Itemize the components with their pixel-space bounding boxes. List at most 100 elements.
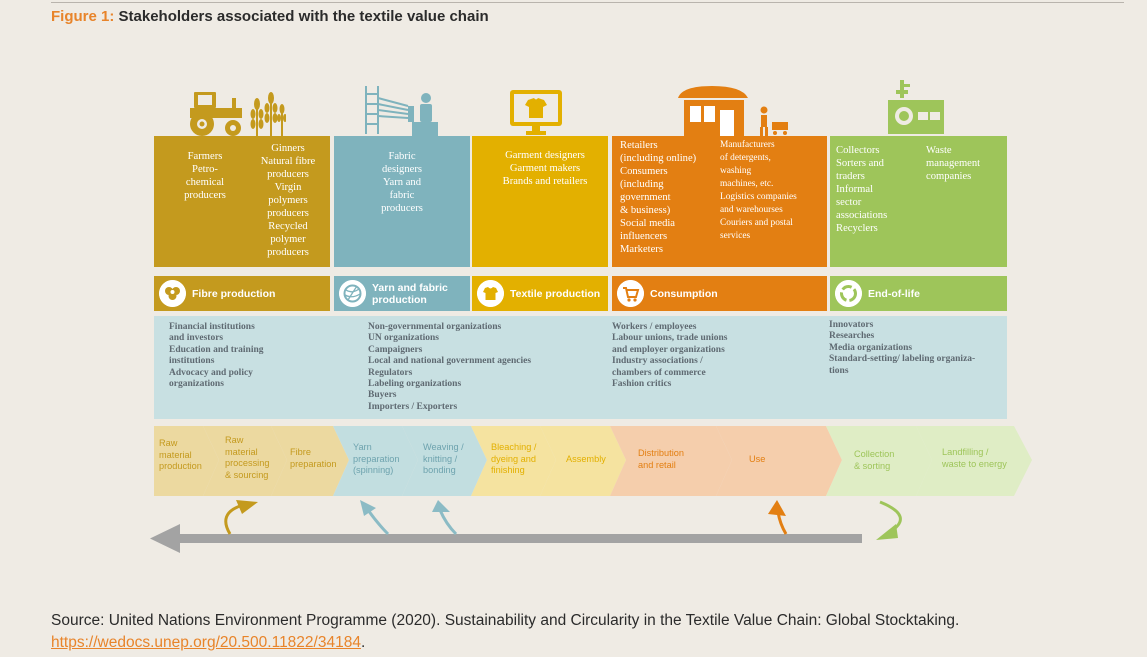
stakeholder-line: Consumers [620,166,668,177]
chain-step-line: processing [225,458,270,468]
chain-step-line: finishing [491,465,525,475]
cross-line: Buyers [368,390,397,401]
stakeholder-line: Petro- [192,164,218,175]
chain-step-line: Weaving / [423,442,464,452]
stakeholder-line: services [720,231,751,241]
stage-label: Textile production [510,287,601,300]
chain-step-label: Raw material processing & sourcing [225,435,269,481]
stakeholder-line: polymer [270,234,306,245]
stakeholders-yarn-box: Fabric designers Yarn and fabric produce… [334,136,470,267]
monitor-tshirt-icon [510,90,562,135]
stakeholder-line: producers [184,190,226,201]
stakeholder-line: Informal [836,184,874,195]
chevron-collection [826,426,932,496]
stakeholder-line: government [620,192,671,203]
recycling-factory-icon [888,80,944,134]
figure-title: Figure 1: Stakeholders associated with t… [51,8,489,25]
stakeholders-consumption-box: Retailers (including online) Consumers (… [612,136,827,267]
chain-step-label: Collection & sorting [854,449,894,472]
stage-fibre-production: Fibre production [154,276,330,311]
chain-step-line: preparation [353,453,400,464]
chain-step-label: Distribution and retail [638,448,684,471]
cross-line: Labour unions, trade unions [612,333,728,344]
shop-shopper-icon [678,86,788,136]
yarn-ball-icon [339,280,366,307]
chain-step-line: Raw [225,435,244,445]
tractor-wheat-icon [190,92,286,136]
stakeholder-line: management [926,158,981,169]
stakeholder-line: Recycled [268,221,308,232]
chain-step-line: Raw [159,438,178,448]
chain-step-line: bonding [423,465,456,475]
figure-title-text: Stakeholders associated with the textile… [118,8,489,25]
cross-line: Education and training [169,344,264,355]
reuse-arrow-eol-icon [879,500,902,534]
stakeholder-line: Social media [620,218,676,229]
reuse-arrow-fibre-icon [224,504,241,535]
source-end: . [360,634,366,651]
chain-step-line: knitting / [423,453,458,464]
chain-step-line: and retail [638,459,676,470]
stakeholder-line: producers [267,247,309,258]
stakeholder-line: of detergents, [720,153,771,163]
stakeholder-line: Retailers [620,140,658,151]
chain-step-label: Landfilling / waste to energy [942,447,1007,470]
chain-step-line: (spinning) [353,465,394,475]
chain-step-line: material [159,449,192,460]
chain-step-line: & sorting [854,460,891,471]
cross-line: tions [829,365,849,376]
chevron-raw-material-production [154,426,219,496]
stakeholder-line: producers [267,169,309,180]
stakeholder-line: (including [620,179,664,190]
chain-step-label: Fibre preparation [290,447,336,470]
cross-line: Fashion critics [612,379,672,390]
stakeholder-line: Fabric [388,151,416,162]
reuse-arrowhead-use-icon [768,500,786,516]
chain-step-line: Landfilling / [942,447,989,457]
stakeholder-line: Marketers [620,244,663,255]
stage-label: End-of-life [868,287,920,300]
value-chain-chevrons [154,426,1032,496]
stage-textile-production: Textile production [472,276,608,311]
cross-cutting-col-4: Innovators Researches Media organization… [829,320,1005,377]
circular-flow-arrows [150,500,902,553]
source-link[interactable]: https://wedocs.unep.org/20.500.11822/341… [51,634,361,651]
cross-line: Regulators [368,367,413,378]
source-text: Source: United Nations Environment Progr… [51,612,960,629]
stage-end-of-life: End-of-life [830,276,1007,311]
cross-line: chambers of commerce [612,367,706,378]
reuse-arrowhead-fabric-icon [432,500,450,512]
figure-label: Figure 1: [51,8,115,25]
chain-step-label: Assembly [566,454,606,466]
cross-line: Importers / Exporters [368,401,458,412]
reuse-arrowhead-eol-icon [876,524,898,540]
chain-step-line: production [159,461,202,471]
chevron-assembly [540,426,626,496]
chain-step-line: waste to energy [942,458,1007,469]
stakeholders-fibre-box: Farmers Petro- chemical producers Ginner… [154,136,330,267]
cross-cutting-stakeholders-box: Financial institutions and investors Edu… [154,316,1007,419]
chevron-raw-material-processing [203,426,287,496]
cross-line: Advocacy and policy [169,367,253,378]
cross-cutting-col-3: Workers / employees Labour unions, trade… [612,322,812,390]
cross-line: organizations [169,379,224,390]
stakeholder-line: and warehourses [720,205,783,215]
chevron-yarn-preparation [333,426,418,496]
stage-yarn-fabric-production: Yarn and fabric production [334,276,470,311]
stage-label: Yarn and fabric production [372,281,448,306]
chevron-bleaching-dyeing [471,426,556,496]
stakeholder-line: producers [267,208,309,219]
chevron-weaving-knitting [402,426,487,496]
reuse-arrowhead-fibre-icon [236,500,258,514]
return-flow-bar [180,534,862,543]
stakeholder-line: associations [836,210,888,221]
stakeholder-line: polymers [268,195,308,206]
cross-cutting-col-1: Financial institutions and investors Edu… [169,322,349,390]
shopping-cart-icon [617,280,644,307]
stakeholder-line: Ginners [271,143,305,154]
stakeholder-line: Natural fibre [260,156,316,167]
stakeholders-textile-box: Garment designers Garment makers Brands … [472,136,608,267]
chain-step-line: Bleaching / [491,442,537,452]
cotton-icon [159,280,186,307]
chevron-distribution [610,426,732,496]
